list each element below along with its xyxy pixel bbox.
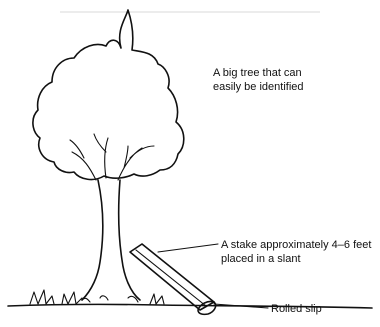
tree-roots xyxy=(82,296,138,302)
stake-edge-detail xyxy=(136,250,206,306)
stake-leader-line xyxy=(158,244,218,252)
tree-label: A big tree that can easily be identified xyxy=(213,66,304,94)
slip-label: Rolled slip xyxy=(271,302,322,316)
stake-label: A stake approximately 4–6 feet placed in… xyxy=(221,238,371,266)
stake-label-line-1: A stake approximately 4–6 feet xyxy=(221,238,371,252)
grass-tuft-right xyxy=(150,294,164,304)
stake-label-line-2: placed in a slant xyxy=(221,252,371,266)
grass-tuft-left xyxy=(30,290,54,304)
tree-canopy xyxy=(33,10,184,179)
branch-center xyxy=(94,134,108,178)
tree-trunk-right-edge xyxy=(119,180,140,300)
tree-label-line-2: easily be identified xyxy=(213,80,304,94)
stake xyxy=(130,244,214,310)
tree-trunk-left-edge xyxy=(82,180,103,300)
tree-label-line-1: A big tree that can xyxy=(213,66,304,80)
branch-left xyxy=(70,140,96,180)
grass-tuft-middle xyxy=(62,292,82,304)
